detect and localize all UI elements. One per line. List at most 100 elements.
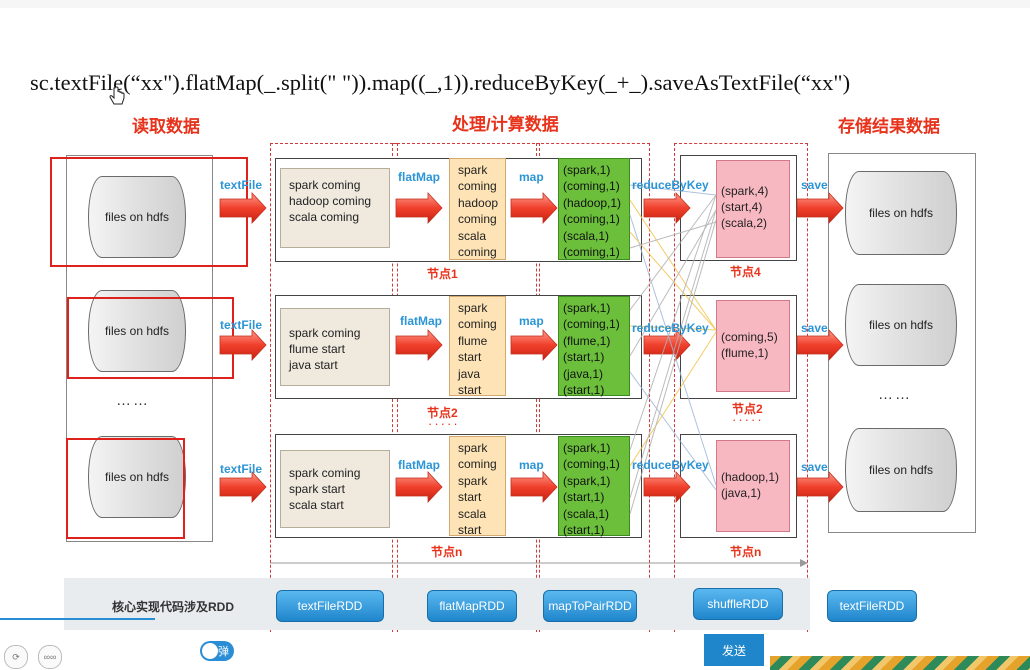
red-flow-arrow-icon <box>796 470 844 504</box>
word: hadoop <box>458 195 499 210</box>
op-label-reduce-n: reduceByKey <box>632 458 709 472</box>
code-line: sc.textFile(“xx").flatMap(_.split(" ")).… <box>30 70 851 95</box>
reduced-pair: (flume,1) <box>721 346 769 360</box>
rdd-button-shuffle[interactable]: shuffleRDD <box>693 588 783 620</box>
refresh-icon[interactable]: ⟳ <box>4 645 28 669</box>
output-ellipsis: …… <box>878 386 912 403</box>
reduced-pair: (spark,4) <box>721 184 769 198</box>
word: flume <box>458 333 488 348</box>
pair: (flume,1) <box>563 333 611 348</box>
op-label-save-n: save <box>801 460 828 474</box>
op-label-textfile-2: textFile <box>220 318 263 332</box>
reduced-pair: (hadoop,1) <box>721 470 780 484</box>
shuffle-line <box>629 231 717 331</box>
hdfs-label: files on hdfs <box>868 206 934 220</box>
red-flow-arrow-icon <box>643 328 691 362</box>
flatmap-box-1: spark coming hadoop coming scala coming <box>449 158 506 260</box>
reduce-box-n: (hadoop,1) (java,1) <box>716 440 790 532</box>
pair: (coming,1) <box>563 212 620 227</box>
pair: (spark,1) <box>563 473 611 488</box>
word: coming <box>458 457 497 472</box>
input-line: spark coming <box>289 466 361 480</box>
pair: (coming,1) <box>563 245 620 260</box>
send-button[interactable]: 发送 <box>704 634 764 666</box>
word: coming <box>458 179 497 194</box>
word: start <box>458 490 482 505</box>
red-flow-arrow-icon <box>643 470 691 504</box>
op-label-map-n: map <box>519 458 544 472</box>
rdd-button-textfile[interactable]: textFileRDD <box>276 590 384 622</box>
node-dots-2: ····· <box>428 416 460 431</box>
core-rdd-label: 核心实现代码涉及RDD <box>112 600 234 614</box>
pair: (scala,1) <box>563 506 610 521</box>
red-flow-arrow-icon <box>796 191 844 225</box>
hdfs-output-n: files on hdfs <box>845 428 957 512</box>
timeline-arrowhead <box>800 559 808 567</box>
hdfs-output-2: files on hdfs <box>845 284 957 366</box>
pair: (start,1) <box>563 490 605 505</box>
word: spark <box>458 163 488 177</box>
section-title-store: 存储结果数据 <box>838 117 940 136</box>
reduce-node-label-1: 节点4 <box>730 265 761 279</box>
pair: (start,1) <box>563 383 605 398</box>
input-line: scala coming <box>289 210 360 224</box>
word: scala <box>458 506 487 521</box>
op-label-textfile-n: textFile <box>220 462 263 476</box>
red-flow-arrow-icon <box>510 470 558 504</box>
section-title-read: 读取数据 <box>132 117 200 136</box>
pair: (scala,1) <box>563 228 610 243</box>
red-flow-arrow-icon <box>395 470 443 504</box>
danmaku-toggle-label: 弹 <box>218 646 229 658</box>
word: coming <box>458 317 497 332</box>
input-line: java start <box>289 358 338 372</box>
hdfs-label: files on hdfs <box>868 463 934 477</box>
pair: (java,1) <box>563 366 604 381</box>
red-flow-arrow-icon <box>395 328 443 362</box>
word: spark <box>458 473 488 488</box>
reduce-dots-2: ····· <box>732 412 764 427</box>
op-label-flatmap-n: flatMap <box>398 458 440 472</box>
word: start <box>458 350 482 365</box>
shuffle-line <box>629 219 717 515</box>
flatmap-box-2: spark coming flume start java start <box>449 296 506 398</box>
reduce-box-1: (spark,4) (start,4) (scala,2) <box>716 160 790 258</box>
hdfs-input-n: files on hdfs <box>88 436 186 518</box>
input-line: spark coming <box>289 178 361 192</box>
flatmap-box-n: spark coming spark start scala start <box>449 436 506 537</box>
word: scala <box>458 228 487 243</box>
input-line: hadoop coming <box>289 194 372 208</box>
input-data-box-2: spark coming flume start java start <box>280 308 390 386</box>
more-options-button[interactable]: ∞∞ <box>38 645 62 669</box>
node-label-n: 节点n <box>431 545 463 559</box>
rdd-button-flatmap[interactable]: flatMapRDD <box>427 590 517 622</box>
pair: (spark,1) <box>563 441 611 455</box>
red-flow-arrow-icon <box>219 191 267 225</box>
shuffle-line <box>629 214 717 486</box>
pair: (spark,1) <box>563 301 611 315</box>
op-label-flatmap-2: flatMap <box>400 314 442 328</box>
section-title-process: 处理/计算数据 <box>452 115 559 134</box>
word: coming <box>458 245 497 260</box>
input-data-box-n: spark coming spark start scala start <box>280 450 390 528</box>
op-label-flatmap-1: flatMap <box>398 170 440 184</box>
word: start <box>458 383 482 398</box>
rdd-button-textfile-output[interactable]: textFileRDD <box>827 590 917 622</box>
shuffle-line <box>629 325 717 331</box>
reduce-node-label-n: 节点n <box>730 545 762 559</box>
pair: (coming,1) <box>563 179 620 194</box>
input-data-box-1: spark coming hadoop coming scala coming <box>280 168 390 248</box>
shuffle-line <box>629 194 717 311</box>
op-label-reduce-1: reduceByKey <box>632 178 709 192</box>
danmaku-toggle[interactable]: 弹 <box>200 641 234 661</box>
top-bar <box>0 0 1030 8</box>
hdfs-label: files on hdfs <box>104 470 170 484</box>
word: spark <box>458 441 488 455</box>
input-line: flume start <box>289 342 346 356</box>
reduced-pair: (coming,5) <box>721 330 778 344</box>
rdd-button-maptopair[interactable]: mapToPairRDD <box>543 590 637 622</box>
reduced-pair: (java,1) <box>721 486 762 500</box>
toggle-knob <box>202 643 218 659</box>
reduced-pair: (start,4) <box>721 200 763 214</box>
pair: (coming,1) <box>563 457 620 472</box>
